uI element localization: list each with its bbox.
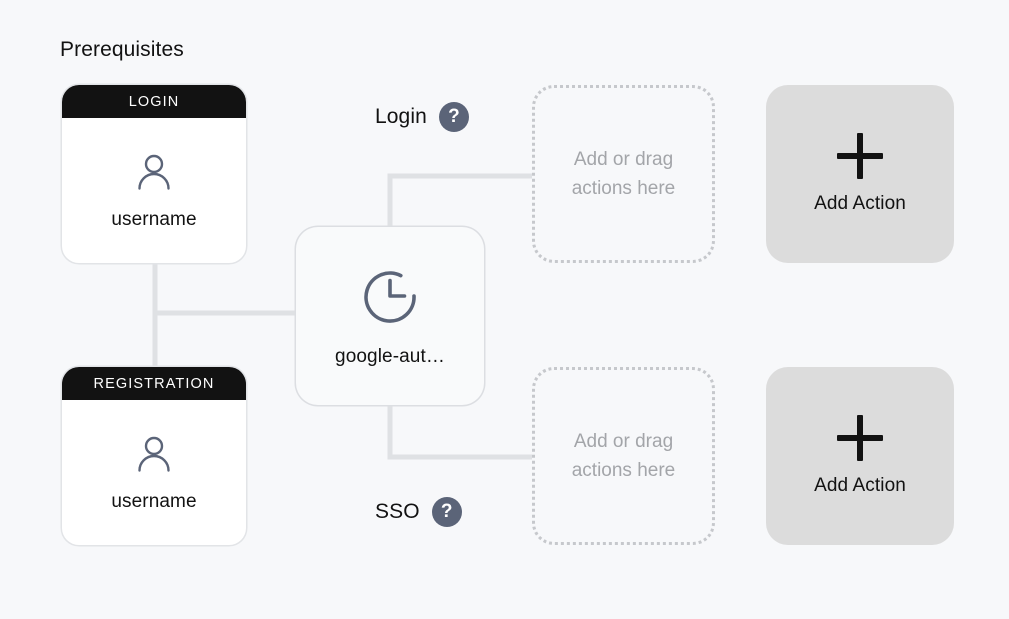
clock-icon (359, 265, 421, 332)
prerequisite-card-label: username (111, 209, 197, 230)
prerequisite-card-header: LOGIN (62, 85, 246, 118)
prerequisite-card-header: REGISTRATION (62, 367, 246, 400)
dropzone-placeholder: Add or drag actions here (571, 149, 676, 199)
prerequisite-card-label: username (111, 491, 197, 512)
branch-label-text: SSO (375, 500, 420, 523)
question-mark-icon[interactable]: ? (431, 497, 462, 527)
dropzone-login[interactable]: Add or drag actions here (532, 85, 715, 263)
question-mark-icon[interactable]: ? (438, 102, 469, 132)
branch-label-sso: SSO ? (375, 497, 462, 527)
add-action-button-sso[interactable]: Add Action (766, 367, 954, 545)
prerequisite-card-body: username (62, 118, 246, 263)
prerequisite-card-login[interactable]: LOGIN username (62, 85, 246, 263)
add-action-label: Add Action (814, 475, 906, 496)
authenticator-node[interactable]: google-aut… (296, 227, 484, 405)
dropzone-sso[interactable]: Add or drag actions here (532, 367, 715, 545)
plus-icon (837, 415, 883, 461)
plus-icon (837, 133, 883, 179)
dropzone-placeholder: Add or drag actions here (571, 431, 676, 481)
user-icon (133, 150, 175, 197)
prerequisite-card-registration[interactable]: REGISTRATION username (62, 367, 246, 545)
prerequisite-card-body: username (62, 400, 246, 545)
user-icon (133, 432, 175, 479)
branch-label-text: Login (375, 105, 427, 128)
add-action-label: Add Action (814, 193, 906, 214)
branch-label-login: Login ? (375, 102, 469, 132)
authenticator-node-label: google-aut… (335, 345, 445, 367)
add-action-button-login[interactable]: Add Action (766, 85, 954, 263)
page-title: Prerequisites (60, 38, 184, 61)
